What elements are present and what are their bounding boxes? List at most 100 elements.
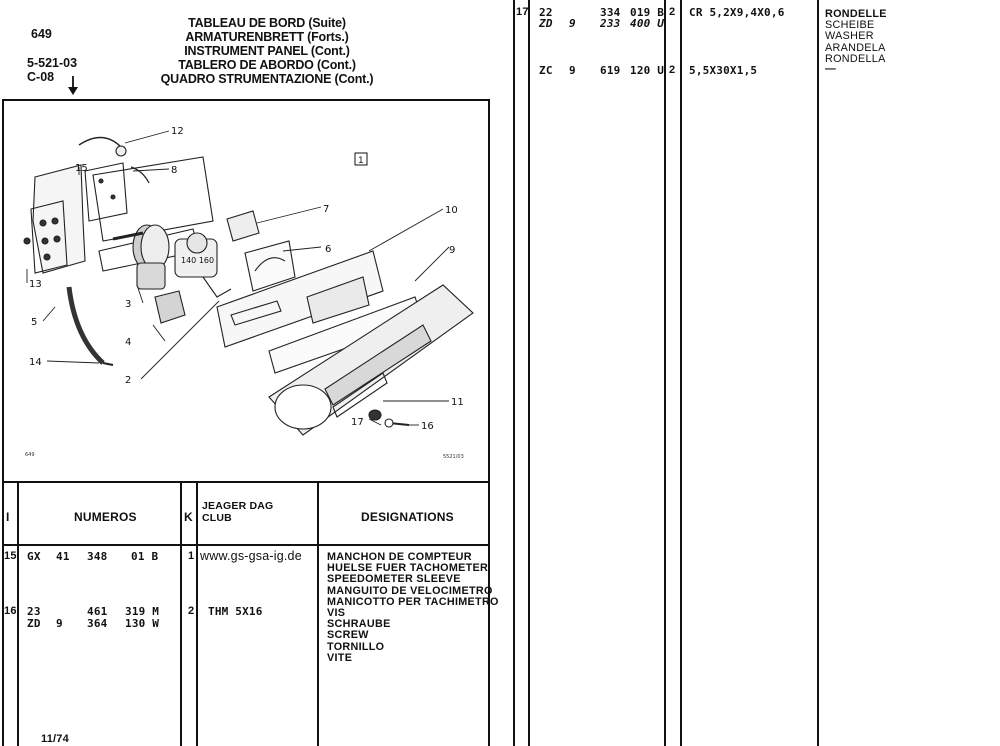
callout-11: 11 [451,397,464,408]
right-col-sep-4 [680,0,682,746]
group-code: C-08 [27,70,55,84]
frame-right [488,99,490,746]
designation-it: VITE [327,651,353,664]
row-num-d: 019 B [630,6,665,19]
callout-8: 8 [171,165,177,176]
designation-en: SPEEDOMETER SLEEVE [327,573,461,586]
row-num-d: 01 B [131,550,159,563]
row-designations: RONDELLE SCHEIBE WASHER ARANDELA RONDELL… [825,8,887,65]
designation-en: WASHER [825,30,874,43]
footer-date: 11/74 [41,733,69,745]
callout-4: 4 [125,337,131,348]
row-num-a: ZC [539,64,553,77]
designation-es: TORNILLO [327,640,385,653]
row-k: 2 [669,64,676,76]
col-sep-k-right [196,482,198,746]
svg-text:140 160: 140 160 [181,256,214,265]
title-fr: TABLEAU DE BORD (Suite) [188,16,346,30]
callout-17: 17 [351,417,364,428]
callout-14: 14 [29,357,42,368]
designation-dash: — [825,63,837,75]
row-index: 16 [4,605,17,617]
row-num-b: 9 [56,617,63,630]
designation-en: SCREW [327,629,369,642]
col-sep-ref [317,482,319,746]
frame-diagram-bottom [2,481,489,483]
row-k: 2 [188,605,195,617]
row-num-b: 9 [569,64,576,77]
row-num-a: ZD [27,617,41,630]
row-num-d: 400 U [630,17,665,30]
callout-7: 7 [323,204,329,215]
callout-3: 3 [125,299,131,310]
right-col-sep-3 [664,0,666,746]
frame-left [2,99,4,746]
designation-it: MANICOTTO PER TACHIMETRO [327,595,499,608]
row-designations: MANCHON DE COMPTEUR HUELSE FUER TACHOMET… [327,551,499,608]
row-k: 2 [669,6,676,18]
designation-fr: VIS [327,607,346,619]
callout-6: 6 [325,244,331,255]
designation-it: RONDELLA [825,52,886,65]
row-num-c: 364 [87,617,108,630]
callout-10: 10 [445,205,458,216]
row-num-c: 348 [87,550,108,563]
designation-de: SCHRAUBE [327,618,391,631]
title-it: QUADRO STRUMENTAZIONE (Cont.) [160,72,374,86]
header-numbers: NUMEROS [74,510,137,524]
callout-15: 15 [75,163,88,174]
diagram-corner-right: 5521/03 [443,454,464,460]
right-col-sep-5 [817,0,819,746]
title-de: ARMATURENBRETT (Forts.) [185,30,349,44]
callout-9: 9 [449,245,455,256]
speedometer-drawing: 140 160 [112,224,232,298]
exploded-diagram: 140 160 [23,126,474,460]
header-k: K [184,510,193,524]
row-ref: CR 5,2X9,4X0,6 [689,6,785,19]
row-index: 15 [4,550,17,562]
callout-13: 13 [29,279,42,290]
row-num-c: 461 [87,605,108,618]
row-ref-link[interactable]: www.gs-gsa-ig.de [200,549,302,563]
callout-2: 2 [125,375,131,386]
row-num-b: 41 [56,550,70,563]
right-col-sep-1 [513,0,515,746]
col-sep-k-left [180,482,182,746]
header-designations: DESIGNATIONS [361,510,454,524]
row-num-d: 130 W [125,617,160,630]
frame-top [2,99,489,101]
frame-header-bottom [2,544,489,546]
ref-code: 5-521-03 [27,56,78,70]
row-ref: 5,5X30X1,5 [689,64,758,77]
designation-de: SCHEIBE [825,19,875,32]
col-sep-index [17,482,19,746]
row-num-a: 22 [539,6,553,19]
header-jeager: JEAGER DAG [202,500,274,512]
row-num-b: 9 [569,17,576,30]
designation-es: MANGUITO DE VELOCIMETRO [327,584,493,597]
down-arrow-icon [68,76,78,95]
row-num-a: GX [27,550,41,563]
designation-de: HUELSE FUER TACHOMETER [327,562,489,575]
title-en: INSTRUMENT PANEL (Cont.) [184,44,350,58]
row-num-c: 334 [600,6,621,19]
header-index: I [6,510,10,524]
row-num-d: 319 M [125,605,160,618]
diagram-box-label: 1 [358,156,364,166]
cable-drawing [78,136,122,148]
row-num-d: 120 U [630,64,665,77]
designation-fr: MANCHON DE COMPTEUR [327,551,472,563]
page-number: 649 [31,27,52,41]
row-num-c: 619 [600,64,621,77]
callout-5: 5 [31,317,37,328]
designation-fr: RONDELLE [825,8,887,20]
instrument-panel-drawing [216,250,474,436]
callout-16: 16 [421,421,434,432]
title-es: TABLERO DE ABORDO (Cont.) [178,58,356,72]
row-index: 17 [516,6,529,18]
row-num-a: ZD [539,17,553,30]
callout-12: 12 [171,126,184,137]
row-num-c: 233 [600,17,621,30]
row-num-a: 23 [27,605,41,618]
row-designations: — [825,63,837,75]
